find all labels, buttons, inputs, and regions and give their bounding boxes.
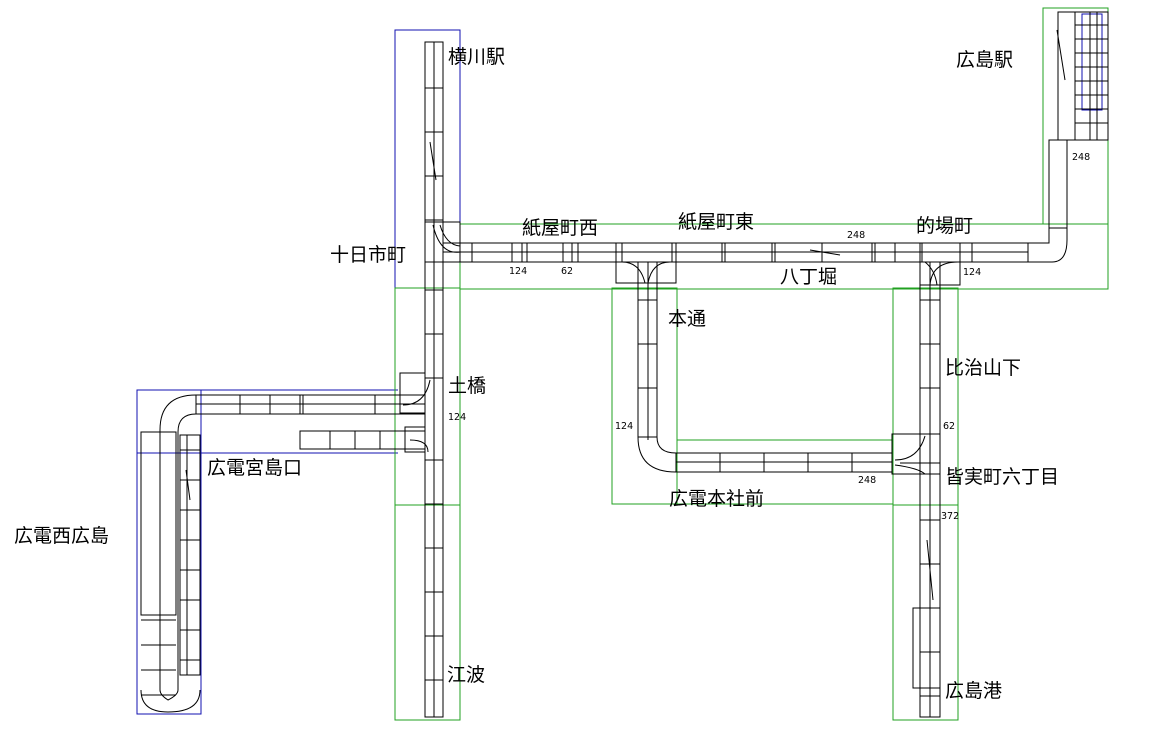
station-hiroden-miyajimaguchi: 広電宮島口 [207,457,302,479]
junction-curves [185,29,1066,601]
station-kamiyacho-higashi: 紙屋町東 [678,211,754,233]
station-tokaichimachi: 十日市町 [330,244,406,266]
length-label: 62 [561,266,573,277]
station-hiroden-nishihiroshima: 広電西広島 [14,525,109,547]
length-label: 124 [615,421,633,432]
hondori-box [611,287,678,505]
station-minamimachi-rokuchome: 皆実町六丁目 [945,466,1059,488]
length-label: 124 [448,412,466,423]
station-hijiyamashita: 比治山下 [945,357,1021,379]
track-ties [141,12,1108,717]
station-yokogawa: 横川駅 [448,46,505,68]
length-label: 372 [941,511,959,522]
length-label: 62 [943,421,955,432]
length-label: 124 [963,267,981,278]
length-label: 248 [847,230,865,241]
station-hiroden-honsha-mae: 広電本社前 [669,488,764,510]
station-hiroshima: 広島駅 [956,49,1013,71]
length-label: 248 [858,475,876,486]
station-hiroshima-port: 広島港 [945,680,1002,702]
hiroshima-station-blue-box [1081,13,1103,111]
station-hatchobori: 八丁堀 [780,266,837,288]
station-hondori: 本通 [668,308,706,330]
station-labels: 横川駅 十日市町 紙屋町西 紙屋町東 八丁堀 的場町 広島駅 本通 比治山下 土… [14,46,1059,702]
green-section-boxes [394,7,1109,721]
nishihiroshima-section-box [136,389,202,715]
length-label: 248 [1072,152,1090,163]
station-matobacho: 的場町 [916,215,973,237]
eba-line-box [394,287,461,721]
length-label: 124 [509,266,527,277]
station-dobashi: 土橋 [448,375,486,397]
station-kamiyacho-nishi: 紙屋町西 [522,217,598,239]
ujina-line-box [892,287,959,721]
station-eba: 江波 [447,664,485,686]
track-length-labels: 124 62 248 124 248 124 124 62 248 372 [448,152,1090,522]
